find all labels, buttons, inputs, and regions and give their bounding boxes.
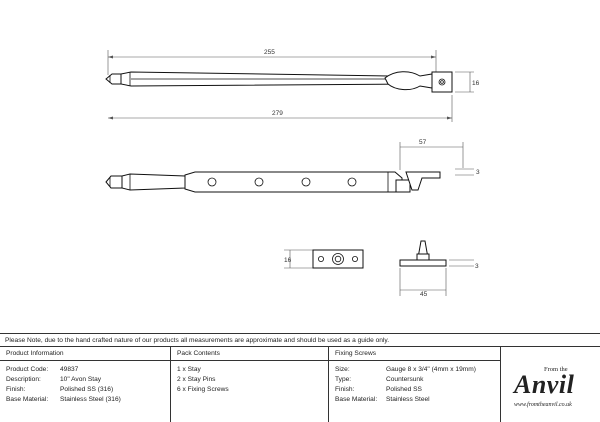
pack-contents-heading: Pack Contents xyxy=(171,347,328,361)
info-label: Base Material: xyxy=(6,396,49,403)
screw-value: Gauge 8 x 3/4" (4mm x 19mm) xyxy=(386,366,476,373)
dim-16-top: 16 xyxy=(472,80,480,87)
screw-value: Countersunk xyxy=(386,376,424,383)
fixing-screws-heading: Fixing Screws xyxy=(329,347,500,361)
dim-3-side: 3 xyxy=(476,169,480,176)
product-information-heading: Product Information xyxy=(0,347,170,361)
info-label: Description: xyxy=(6,376,41,383)
info-row: Product Code: 49837 xyxy=(0,365,170,375)
info-value: Polished SS (316) xyxy=(60,386,114,393)
info-value: Stainless Steel (316) xyxy=(60,396,121,403)
pack-contents-panel: Pack Contents 1 x Stay 2 x Stay Pins 6 x… xyxy=(171,347,329,422)
info-value: 49837 xyxy=(60,366,79,373)
info-label: Product Code: xyxy=(6,366,49,373)
screw-label: Finish: xyxy=(335,386,355,393)
brand-from-text: From the xyxy=(544,366,568,373)
dim-16-plate: 16 xyxy=(284,257,292,264)
screw-value: Stainless Steel xyxy=(386,396,430,403)
info-row: Finish: Polished SS (316) xyxy=(0,385,170,395)
screw-label: Size: xyxy=(335,366,350,373)
screw-label: Base Material: xyxy=(335,396,378,403)
product-information-panel: Product Information Product Code: 49837 D… xyxy=(0,347,171,422)
info-row: Description: 10" Avon Stay xyxy=(0,375,170,385)
brand-url: www.fromtheanvil.co.uk xyxy=(514,402,572,408)
dim-57: 57 xyxy=(419,139,427,146)
brand-wordmark: Anvil xyxy=(514,370,575,399)
screw-row: Size: Gauge 8 x 3/4" (4mm x 19mm) xyxy=(329,365,500,375)
screw-row: Finish: Polished SS xyxy=(329,385,500,395)
info-value: 10" Avon Stay xyxy=(60,376,102,383)
pack-item: 6 x Fixing Screws xyxy=(177,386,229,393)
dim-45: 45 xyxy=(420,291,428,298)
screw-label: Type: xyxy=(335,376,352,383)
screw-row: Base Material: Stainless Steel xyxy=(329,395,500,405)
info-row: Base Material: Stainless Steel (316) xyxy=(0,395,170,405)
dim-255: 255 xyxy=(264,49,275,56)
pack-item: 2 x Stay Pins xyxy=(177,376,216,383)
brand-logo: From the Anvil www.fromtheanvil.co.uk xyxy=(500,347,600,422)
stay-top-view: 255 16 279 xyxy=(105,49,480,122)
screw-value: Polished SS xyxy=(386,386,422,393)
pin-side: 3 45 xyxy=(399,240,479,298)
screw-row: Type: Countersunk xyxy=(329,375,500,385)
info-label: Finish: xyxy=(6,386,26,393)
pack-item: 1 x Stay xyxy=(177,366,201,373)
pin-plate-front: 16 xyxy=(284,249,364,269)
fixing-screws-panel: Fixing Screws Size: Gauge 8 x 3/4" (4mm x… xyxy=(329,347,501,422)
stay-side-view: 57 3 xyxy=(105,139,480,193)
disclaimer-note: Please Note, due to the hand crafted nat… xyxy=(0,333,600,347)
dim-279: 279 xyxy=(272,110,283,117)
dim-3-base: 3 xyxy=(475,263,479,270)
